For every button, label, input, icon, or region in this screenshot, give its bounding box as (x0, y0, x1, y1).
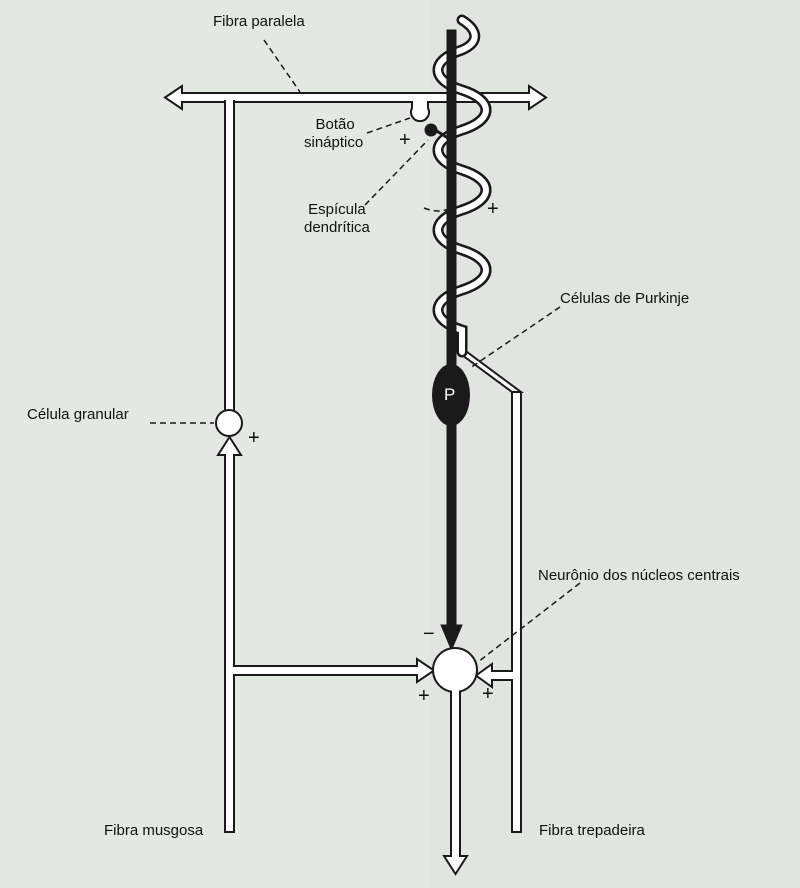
label-synaptic-button-line2: sináptico (304, 134, 364, 151)
sign-granule-plus: + (248, 427, 260, 449)
label-mossy-fiber: Fibra musgosa (104, 822, 204, 839)
purkinje-cell (424, 29, 463, 652)
climbing-fiber (454, 351, 525, 833)
label-dendritic-spine: Espícula dendrítica (304, 201, 370, 237)
label-parallel-fiber: Fibra paralela (213, 13, 305, 30)
sign-nucleus-plus-left: + (418, 685, 430, 707)
label-purkinje-soma: P (444, 385, 456, 404)
sign-nucleus-plus-right: + (482, 683, 494, 705)
central-nucleus-neuron (432, 647, 478, 693)
label-synaptic-button: Botão sináptico (304, 116, 364, 152)
granule-axon (224, 99, 235, 412)
label-central-nuclei-neuron: Neurônio dos núcleos centrais (538, 567, 740, 584)
label-synaptic-button-line1: Botão (315, 116, 355, 133)
parallel-fiber (163, 84, 548, 111)
label-climbing-fiber: Fibra trepadeira (539, 822, 645, 839)
label-purkinje-cells: Células de Purkinje (560, 290, 690, 307)
sign-nucleus-minus: − (423, 623, 435, 645)
nucleus-output-axon (442, 690, 469, 876)
sign-synapse-plus: + (399, 129, 411, 151)
purkinje-soma (432, 364, 470, 426)
synaptic-button (410, 100, 430, 123)
leader-lines (150, 39, 581, 663)
label-granule-cell: Célula granular (27, 406, 129, 423)
background-right-page (430, 0, 800, 888)
label-dendritic-spine-line2: dendrítica (304, 219, 370, 236)
label-dendritic-spine-line1: Espícula (308, 201, 366, 218)
granule-cell-body (215, 409, 243, 437)
spiral-front-strands (460, 84, 492, 296)
mossy-fiber (216, 435, 436, 833)
sign-climbing-dendrite-plus: + (487, 198, 499, 220)
